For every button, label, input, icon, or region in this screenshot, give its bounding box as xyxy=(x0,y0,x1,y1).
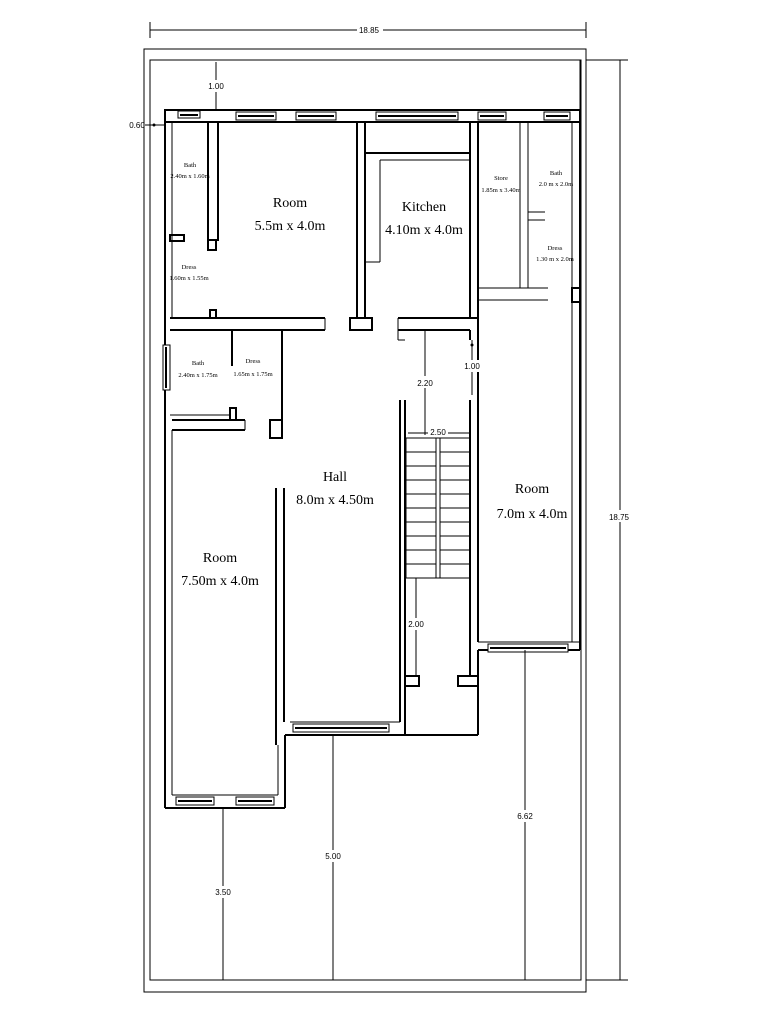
dim-overall-depth: 18.75 xyxy=(609,513,630,522)
interior-walls xyxy=(169,121,581,745)
staircase xyxy=(405,437,471,579)
store-name: Store xyxy=(494,175,508,182)
stair-divider xyxy=(435,437,441,579)
bath-top-left-size: 2.40m x 1.60m xyxy=(170,173,209,180)
bath-mid-left-name: Bath xyxy=(192,360,205,367)
dress-mid-left-size: 1.65m x 1.75m xyxy=(233,371,272,378)
kitchen-name: Kitchen xyxy=(402,200,446,215)
hall-name: Hall xyxy=(323,470,347,485)
room-top-size: 5.5m x 4.0m xyxy=(255,219,326,234)
room-left-size: 7.50m x 4.0m xyxy=(181,574,259,589)
dress-top-left-name: Dress xyxy=(182,264,197,271)
bath-top-left-name: Bath xyxy=(184,162,197,169)
dress-top-right-name: Dress xyxy=(548,245,563,252)
dim-stair-landing: 1.00 xyxy=(464,362,480,371)
dress-mid-left-name: Dress xyxy=(246,358,261,365)
outer-walls xyxy=(162,109,581,809)
dim-top-setback: 1.00 xyxy=(208,82,224,91)
room-left-name: Room xyxy=(203,551,237,566)
dim-front-center: 5.00 xyxy=(325,852,341,861)
bath-mid-left-size: 2.40m x 1.75m xyxy=(178,372,217,379)
room-top-name: Room xyxy=(273,196,307,211)
dimension-labels: 18.85 18.75 1.00 0.60 2.20 2.50 1.00 2.0… xyxy=(129,25,630,898)
store-size: 1.85m x 3.40m xyxy=(481,187,520,194)
plot-outer-boundary xyxy=(143,48,587,993)
room-right-size: 7.0m x 4.0m xyxy=(497,507,568,522)
dim-overall-width: 18.85 xyxy=(359,26,380,35)
dim-front-left: 3.50 xyxy=(215,888,231,897)
dim-stair-bottom: 2.00 xyxy=(408,620,424,629)
dim-front-right: 6.62 xyxy=(517,812,533,821)
dim-hall-stair: 2.20 xyxy=(417,379,433,388)
dim-left-setback: 0.60 xyxy=(129,121,145,130)
kitchen-size: 4.10m x 4.0m xyxy=(385,223,463,238)
room-right-name: Room xyxy=(515,482,549,497)
dress-top-left-size: 1.60m x 1.55m xyxy=(169,275,208,282)
bath-top-right-name: Bath xyxy=(550,170,563,177)
hall-size: 8.0m x 4.50m xyxy=(296,493,374,508)
dim-stair-width: 2.50 xyxy=(430,428,446,437)
bath-top-right-size: 2.0 m x 2.0m xyxy=(539,181,574,188)
dress-top-right-size: 1.30 m x 2.0m xyxy=(536,256,574,263)
room-labels: Room 5.5m x 4.0m Kitchen 4.10m x 4.0m Ha… xyxy=(169,162,574,589)
